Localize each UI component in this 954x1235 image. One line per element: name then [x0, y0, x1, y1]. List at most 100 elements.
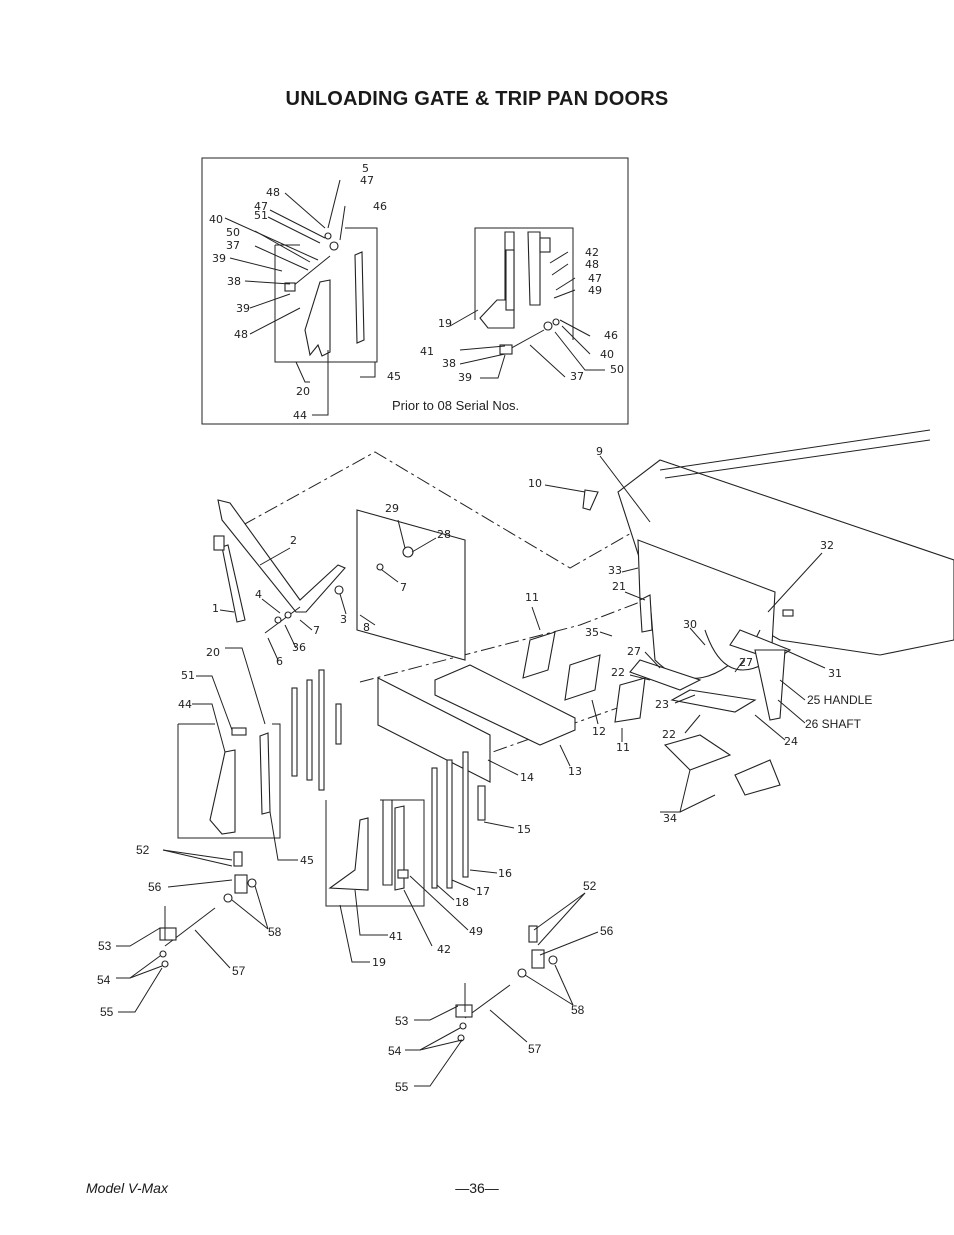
diagram-line	[259, 732, 271, 815]
diagram-line	[284, 611, 292, 619]
diagram-line	[436, 884, 455, 901]
diagram-line	[249, 307, 301, 335]
diagram-line	[624, 591, 646, 601]
diagram-line	[219, 609, 235, 613]
diagram-line	[231, 899, 269, 930]
diagram-line	[397, 519, 406, 549]
part-callout-label: 48	[266, 186, 280, 199]
part-callout-label: 46	[604, 329, 618, 342]
diagram-line	[474, 227, 574, 340]
part-callout-label: 52	[583, 879, 597, 893]
part-callout-label: 27	[739, 656, 753, 669]
diagram-line	[213, 535, 225, 551]
part-callout-label: 28	[437, 528, 451, 541]
diagram-line	[629, 659, 702, 691]
diagram-line	[403, 889, 433, 947]
part-callout-label: 57	[232, 964, 246, 978]
part-callout-label: 55	[395, 1080, 409, 1094]
diagram-line	[639, 594, 653, 633]
part-callout-label: 41	[420, 345, 434, 358]
diagram-line	[267, 216, 321, 244]
diagram-line	[394, 805, 405, 891]
diagram-line	[339, 904, 370, 963]
diagram-line	[689, 627, 706, 646]
diagram-line	[782, 609, 794, 617]
diagram-line	[621, 567, 639, 573]
diagram-line	[159, 927, 177, 941]
diagram-line	[167, 879, 233, 888]
diagram-line	[477, 785, 486, 821]
part-callout-label: 39	[458, 371, 472, 384]
part-callout-label: 33	[608, 564, 622, 577]
diagram-line	[734, 759, 781, 796]
diagram-line	[217, 499, 346, 613]
diagram-line	[777, 699, 806, 724]
part-callout-label: 47	[588, 272, 602, 285]
diagram-line	[269, 209, 326, 239]
diagram-line	[529, 344, 566, 378]
inset-caption: Prior to 08 Serial Nos.	[392, 398, 519, 413]
diagram-line	[531, 949, 545, 969]
diagram-line	[767, 552, 823, 613]
diagram-line	[192, 703, 226, 753]
diagram-line	[414, 1039, 463, 1087]
diagram-line	[299, 619, 313, 631]
diagram-line	[291, 687, 298, 777]
part-callout-label: 5	[362, 162, 369, 175]
diagram-line	[459, 353, 506, 365]
diagram-line	[329, 241, 339, 251]
part-callout-label: 39	[236, 302, 250, 315]
diagram-line	[539, 237, 551, 253]
diagram-line	[462, 751, 469, 878]
part-callout-label: 13	[568, 765, 582, 778]
part-callout-label: 38	[442, 357, 456, 370]
part-callout-label: 31	[828, 667, 842, 680]
diagram-line	[582, 489, 599, 511]
diagram-line	[524, 974, 574, 1006]
part-callout-label: 24	[784, 735, 798, 748]
diagram-line	[505, 249, 515, 311]
part-callout-label: 18	[455, 896, 469, 909]
diagram-line	[360, 362, 376, 378]
diagram-line	[670, 689, 757, 713]
diagram-line	[533, 892, 586, 931]
part-callout-label: 50	[226, 226, 240, 239]
part-callout-label: 54	[388, 1044, 402, 1058]
diagram-line	[449, 309, 479, 327]
part-callout-label: 12	[592, 725, 606, 738]
part-callout-label: 38	[227, 275, 241, 288]
diagram-line	[339, 593, 347, 615]
part-callout-label: 34	[663, 812, 677, 825]
part-callout-label: 36	[292, 641, 306, 654]
diagram-line	[402, 546, 414, 558]
part-callout-label: 21	[612, 580, 626, 593]
diagram-line	[507, 329, 545, 351]
diagram-line	[339, 205, 346, 241]
diagram-line	[234, 874, 248, 894]
part-callout-label: 48	[234, 328, 248, 341]
footer-model: Model V-Max	[86, 1180, 168, 1196]
diagram-line	[324, 232, 332, 240]
diagram-line	[312, 350, 329, 416]
part-callout-label: 30	[683, 618, 697, 631]
diagram-line	[159, 950, 167, 958]
diagram-line	[325, 799, 425, 907]
diagram-line	[483, 821, 515, 829]
diagram-line	[554, 331, 605, 371]
diagram-line	[679, 794, 716, 813]
diagram-line	[356, 509, 466, 661]
part-callout-label: 29	[385, 502, 399, 515]
part-callout-label: 40	[600, 348, 614, 361]
diagram-line	[382, 799, 393, 886]
diagram-line	[664, 439, 931, 479]
part-callout-label: 58	[268, 925, 282, 939]
part-callout-label: 56	[148, 880, 162, 894]
diagram-line	[359, 614, 376, 626]
diagram-line	[223, 893, 233, 903]
diagram-line	[551, 263, 569, 276]
diagram-line	[306, 679, 313, 781]
diagram-line	[284, 192, 326, 229]
diagram-line	[359, 601, 641, 683]
diagram-line	[295, 361, 310, 383]
diagram-line	[555, 277, 576, 291]
